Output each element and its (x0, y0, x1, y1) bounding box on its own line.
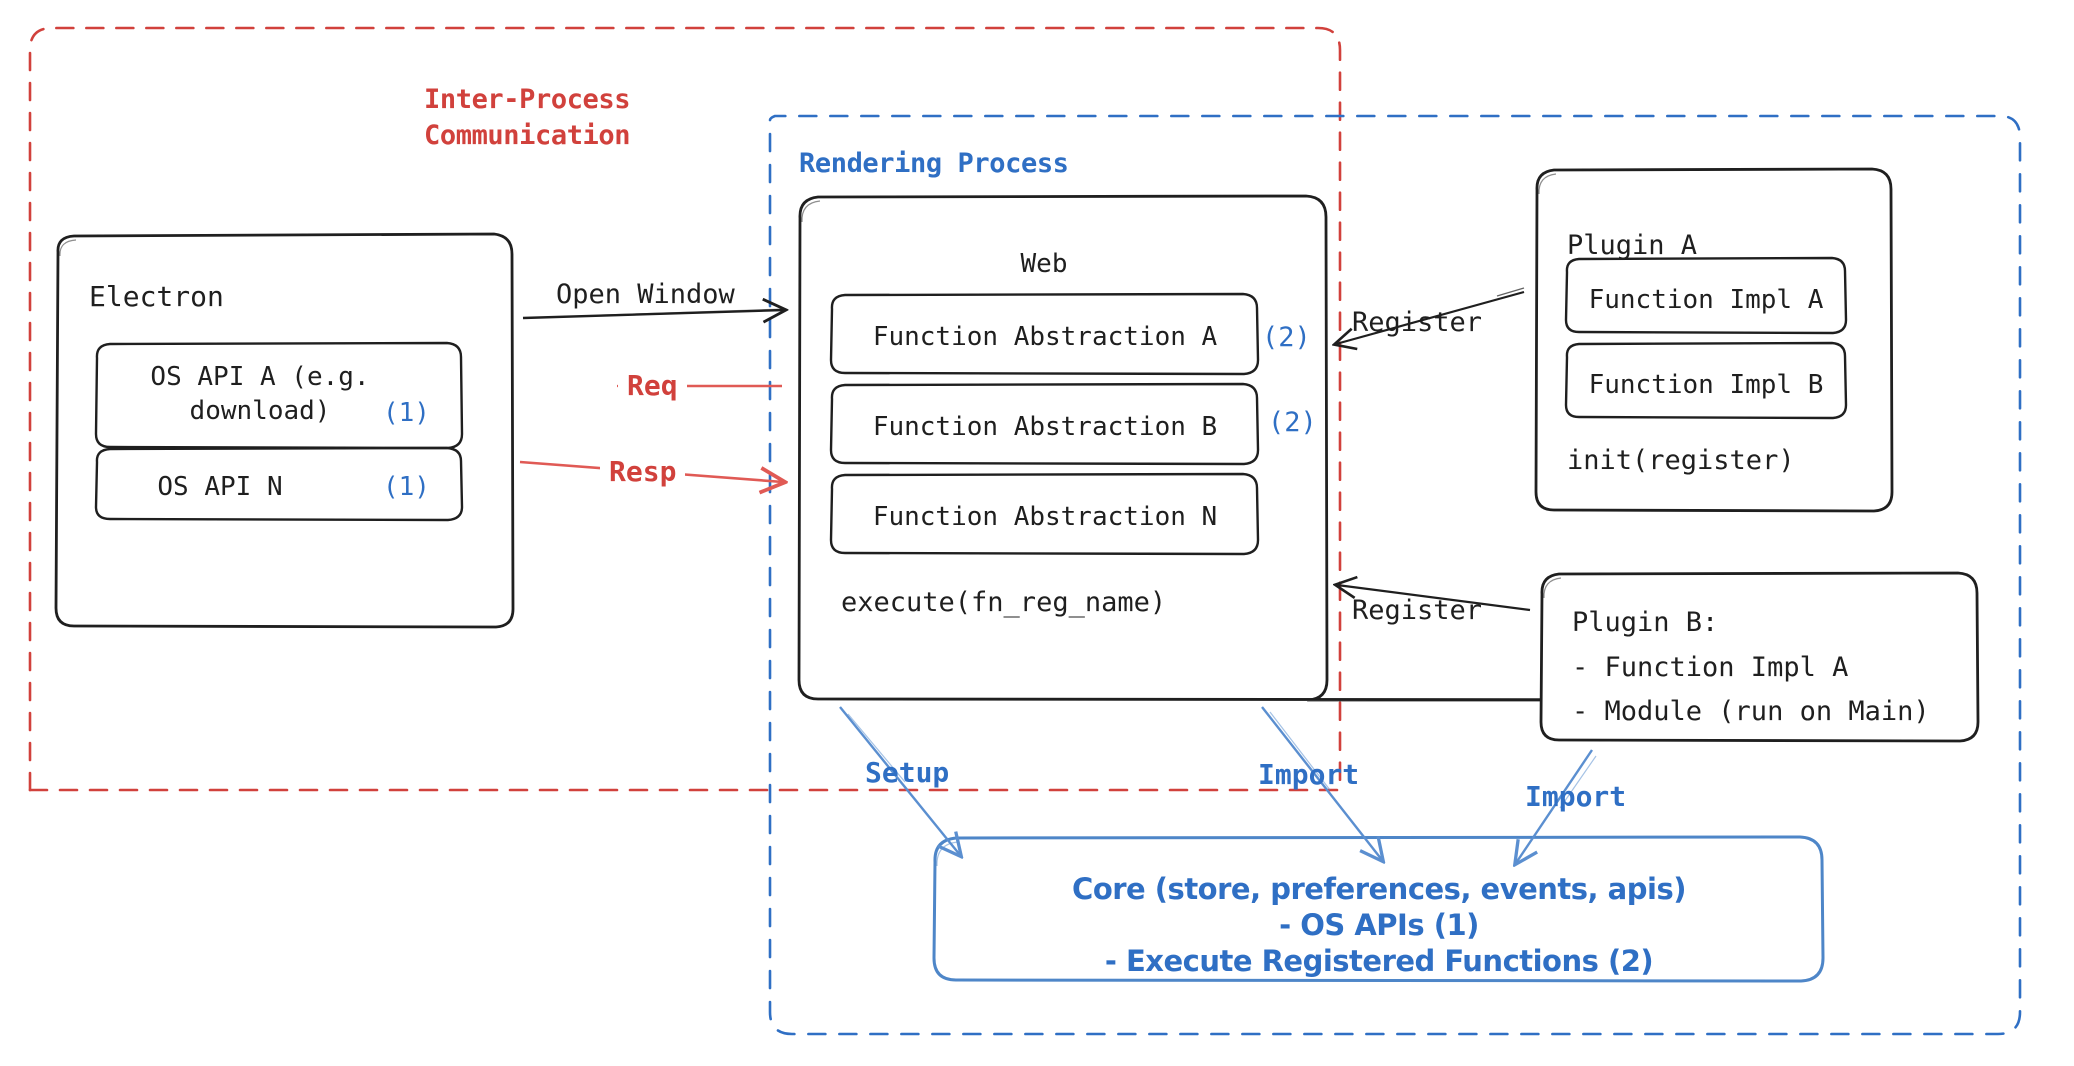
edge-label-req: Req (618, 368, 687, 405)
function-impl-a-box-outline (1564, 256, 1848, 335)
edge-label-register-plugin-b: Register (1352, 595, 1483, 626)
function-abstraction-b-box-outline (829, 382, 1260, 466)
edge-label-register-plugin-a: Register (1352, 307, 1483, 338)
rendering-process-container-outline (768, 114, 2022, 1036)
function-abstraction-n-box-outline (829, 472, 1260, 556)
edge-label-import-web: Import (1258, 758, 1360, 791)
edge-import-web (1261, 706, 1382, 860)
edge-label-resp: Resp (600, 454, 686, 491)
edge-import-plugin-b (1516, 749, 1597, 863)
edge-register-plugin-b (1337, 585, 1531, 612)
core-line-execute-registered: - Execute Registered Functions (2) (1104, 944, 1654, 978)
edge-open-window (522, 309, 784, 318)
edge-setup (839, 706, 960, 855)
os-api-n-box-outline (94, 446, 464, 522)
core-line-os-apis: - OS APIs (1) (1279, 908, 1479, 942)
function-impl-b-box-outline (1564, 341, 1848, 420)
os-api-a-box-outline (94, 341, 464, 450)
edge-label-import-plugin-b: Import (1525, 780, 1627, 813)
plugin-a-box-outline (1534, 167, 1894, 513)
function-abstraction-a-box-outline (829, 292, 1260, 376)
edge-register-plugin-a (1336, 287, 1525, 344)
plugin-b-box-outline (1539, 571, 1980, 743)
edge-label-open-window: Open Window (556, 279, 735, 310)
core-line-main: Core (store, preferences, events, apis) (1072, 872, 1686, 906)
edge-label-setup: Setup (865, 756, 950, 789)
ipc-container-outline (28, 26, 1342, 792)
